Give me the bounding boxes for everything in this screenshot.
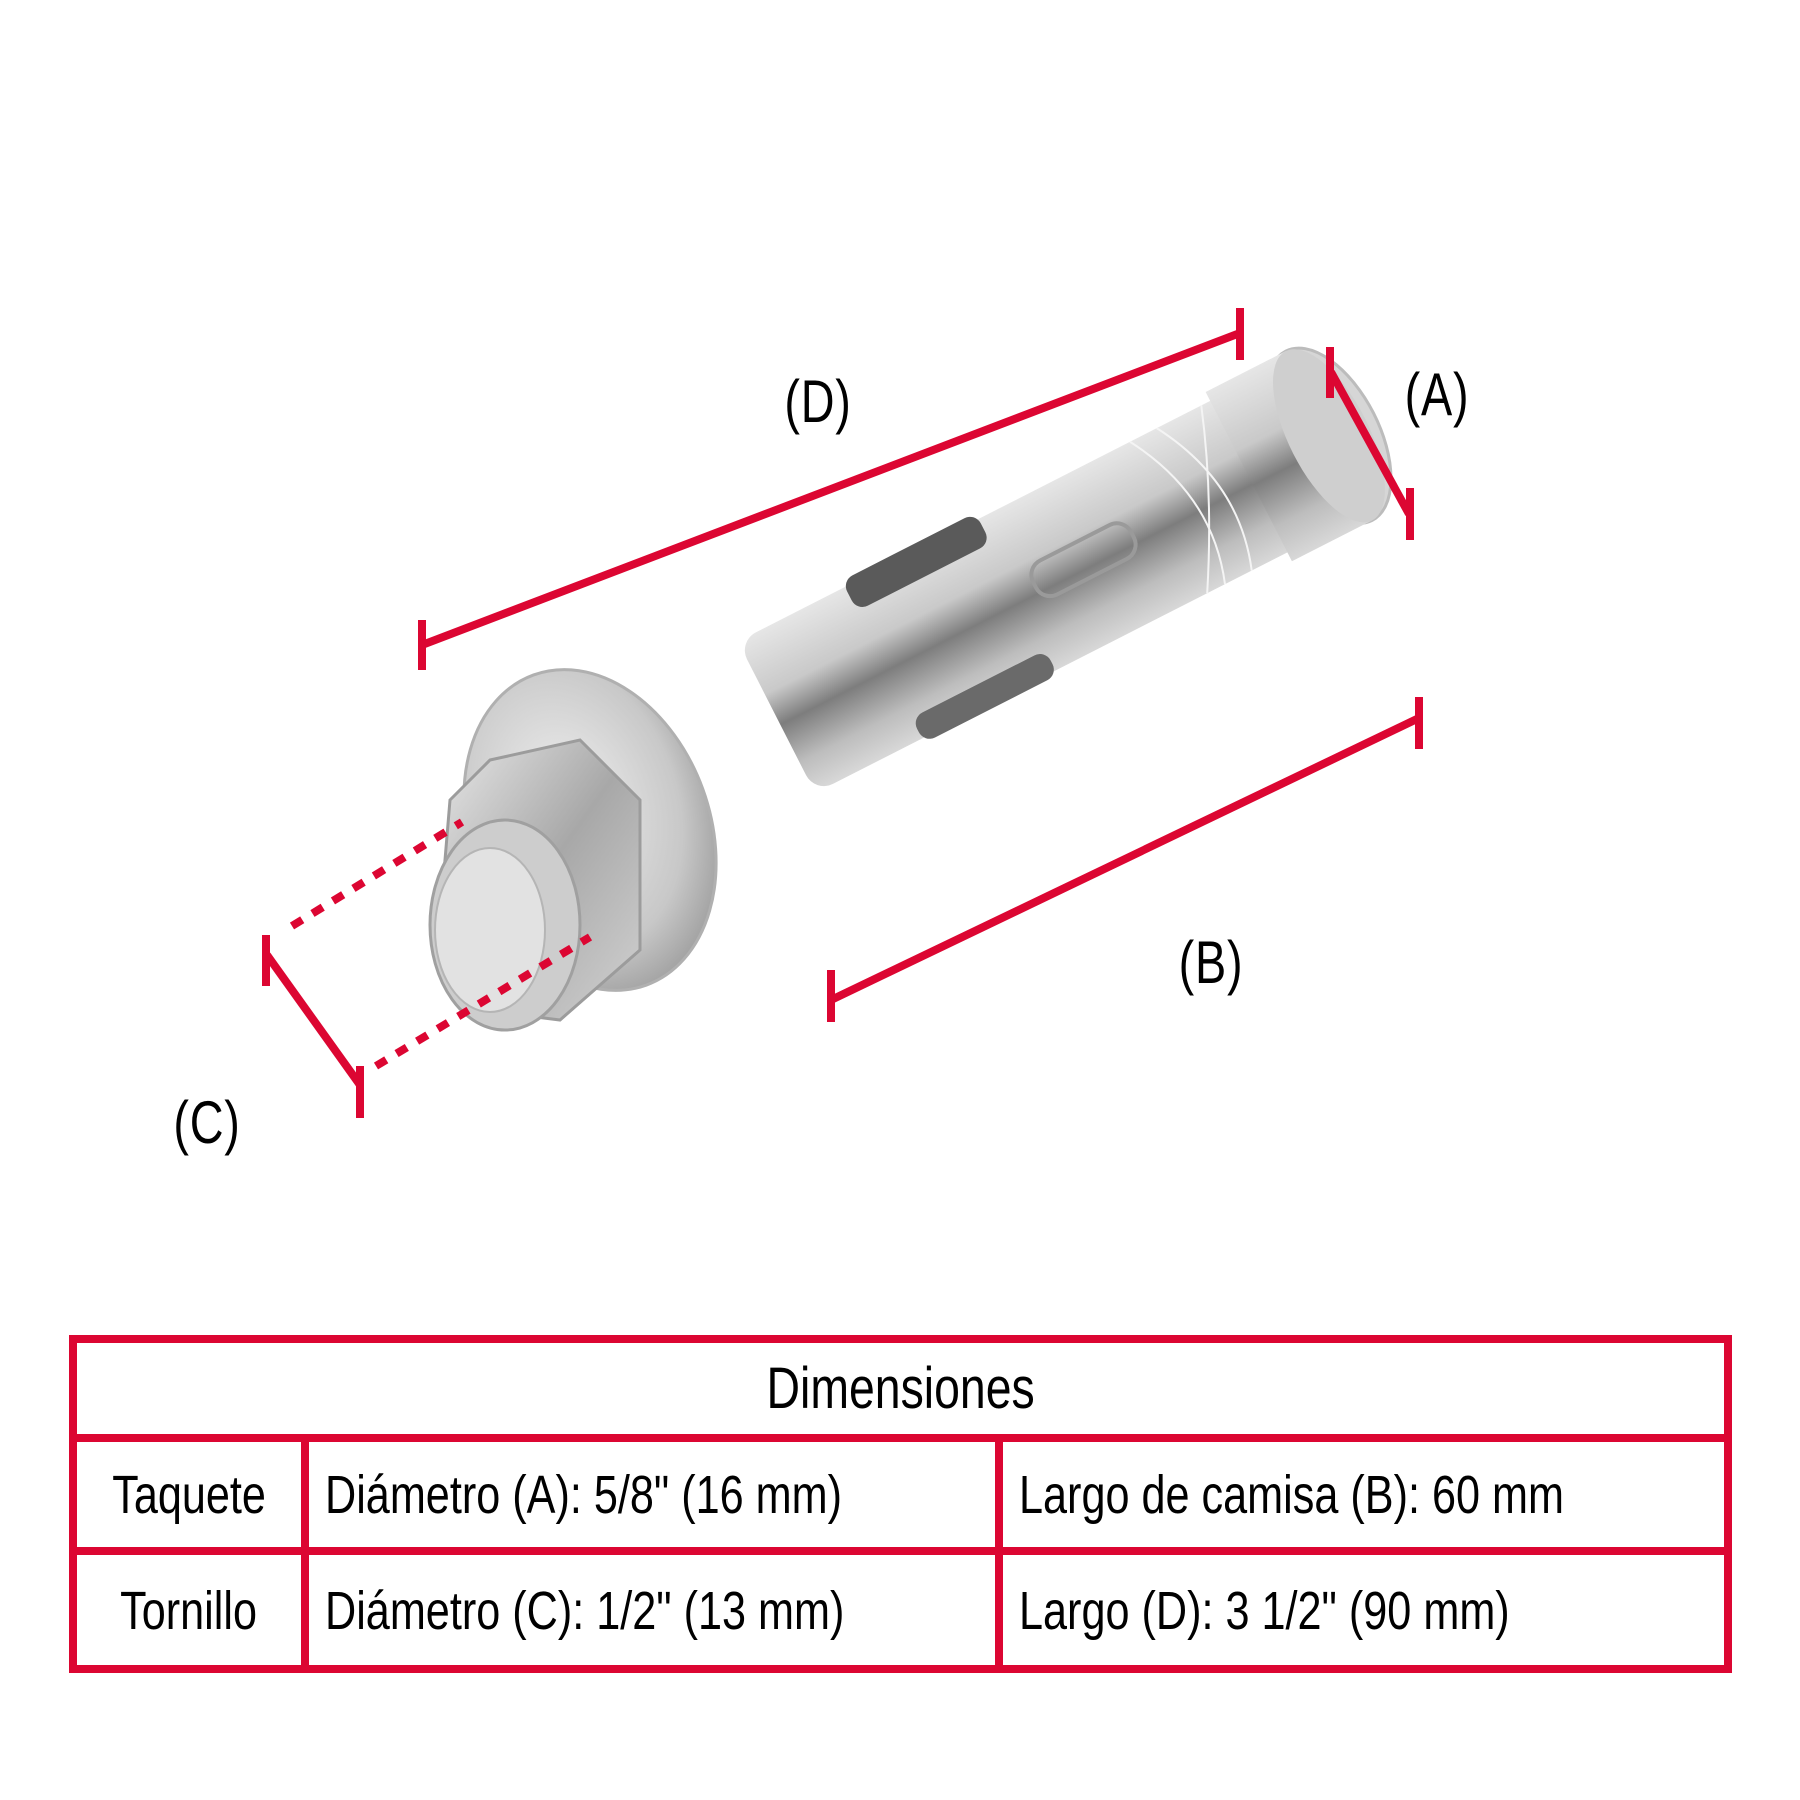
- dimensions-table: Dimensiones Taquete Diámetro (A): 5/8" (…: [69, 1335, 1732, 1673]
- anchor-sleeve: [744, 346, 1393, 787]
- dotted-guides: [289, 818, 593, 1070]
- length-value: Largo (D): 3 1/2" (90 mm): [1019, 1580, 1510, 1642]
- diameter-metric: (13 mm): [671, 1580, 845, 1641]
- dimension-label-b: (B): [1178, 929, 1244, 996]
- table-header: Dimensiones: [77, 1343, 1724, 1442]
- table-row-tornillo: Tornillo Diámetro (C): 1/2" (13 mm) Larg…: [77, 1555, 1724, 1666]
- diameter-value: Diámetro (A): 5/8" (16 mm): [325, 1464, 842, 1526]
- diameter-cell: Diámetro (C): 1/2" (13 mm): [309, 1555, 1003, 1666]
- length-main: Largo (D): 3 1/2": [1019, 1580, 1337, 1641]
- diameter-main: Diámetro (C): 1/2": [325, 1580, 672, 1641]
- length-value: Largo de camisa (B): 60 mm: [1019, 1464, 1564, 1526]
- bolt-end: [428, 818, 582, 1032]
- dimension-label-d: (D): [784, 368, 852, 435]
- row-label: Taquete: [112, 1464, 266, 1525]
- diameter-value: Diámetro (C): 1/2" (13 mm): [325, 1580, 844, 1642]
- row-label: Tornillo: [120, 1580, 258, 1641]
- dimension-label-c: (C): [173, 1089, 241, 1156]
- diameter-cell: Diámetro (A): 5/8" (16 mm): [309, 1442, 1003, 1547]
- product-diagram: (D) (A) (B) (C): [173, 308, 1470, 1156]
- diameter-main: Diámetro (A): 5/8": [325, 1464, 670, 1525]
- length-cell: Largo de camisa (B): 60 mm: [1003, 1442, 1724, 1547]
- length-main: Largo de camisa (B): 60 mm: [1019, 1464, 1564, 1525]
- row-label-cell: Taquete: [77, 1442, 309, 1547]
- diameter-metric: (16 mm): [669, 1464, 843, 1525]
- length-cell: Largo (D): 3 1/2" (90 mm): [1003, 1555, 1724, 1666]
- row-label-cell: Tornillo: [77, 1555, 309, 1666]
- table-title: Dimensiones: [766, 1356, 1035, 1421]
- dimension-lines: [262, 308, 1423, 1118]
- length-metric: (90 mm): [1336, 1580, 1510, 1641]
- table-row-taquete: Taquete Diámetro (A): 5/8" (16 mm) Largo…: [77, 1442, 1724, 1555]
- anchor-bolt-illustration: [262, 308, 1423, 1118]
- dimension-label-a: (A): [1404, 361, 1470, 428]
